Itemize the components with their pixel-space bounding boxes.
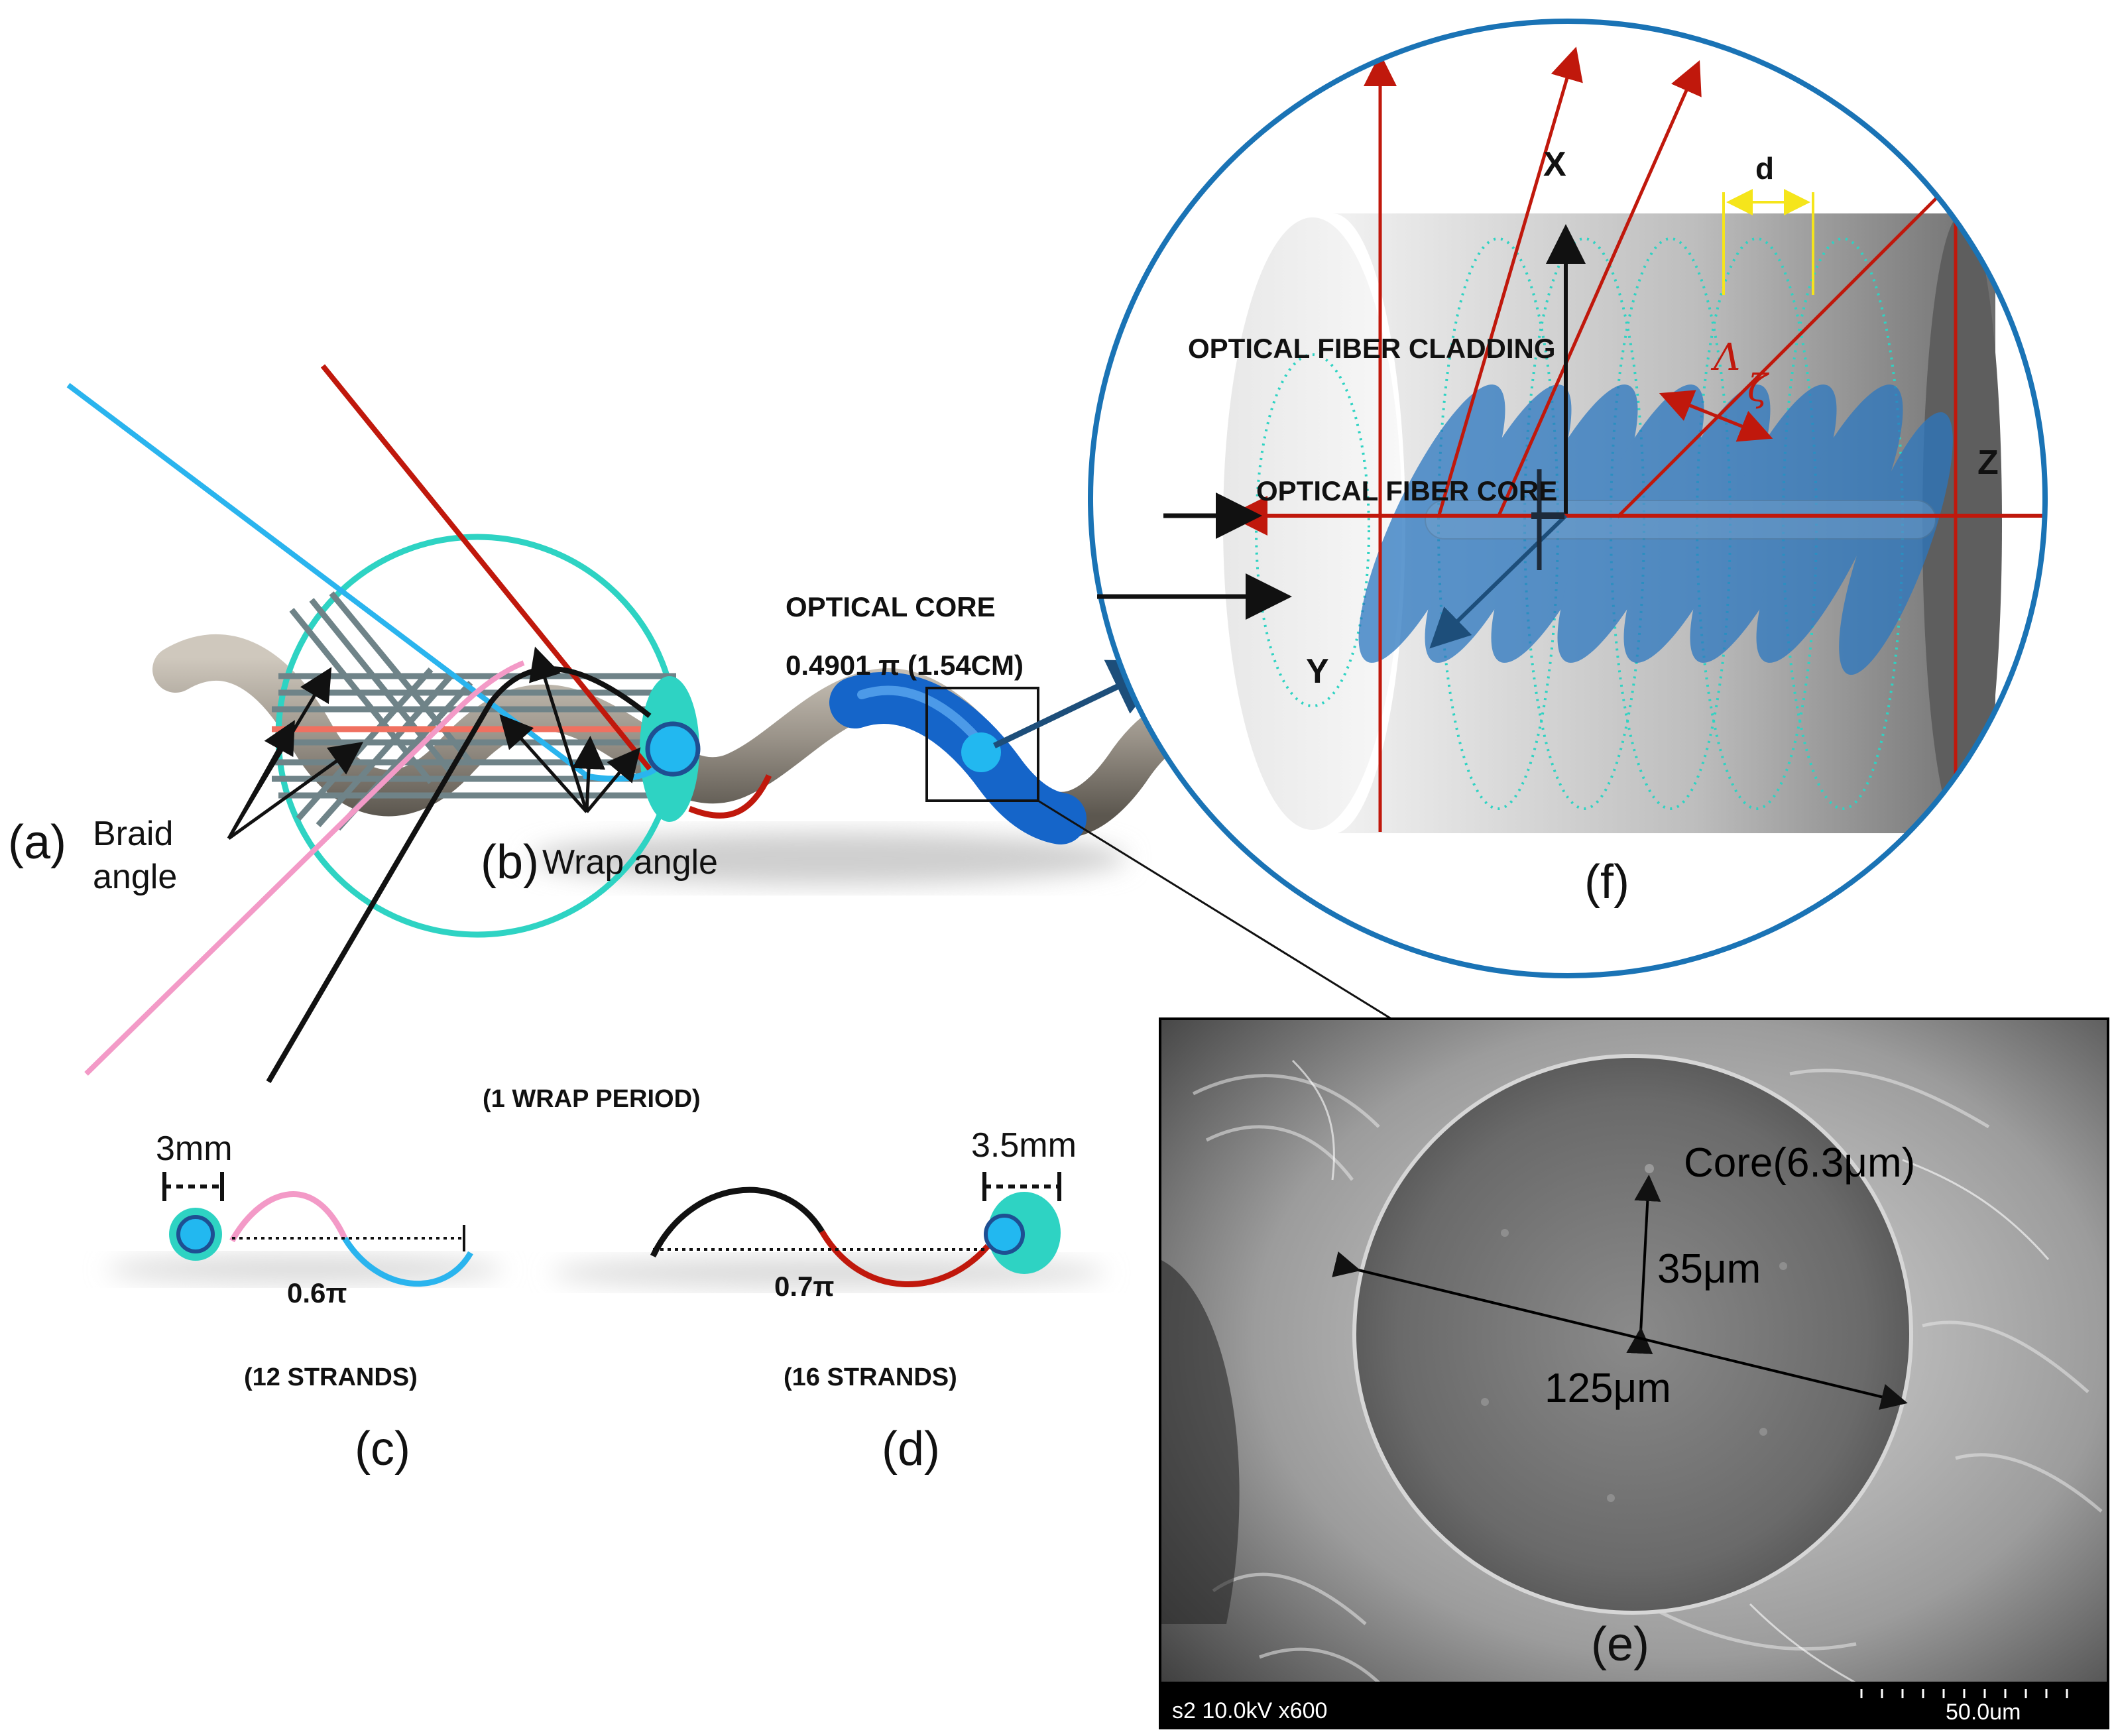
panel-c-label: (c) <box>355 1422 410 1476</box>
panel-b-label: (b) <box>481 836 539 889</box>
rope-shadow <box>530 832 1127 885</box>
light-blue-line <box>66 382 589 778</box>
sem-core-label: Core(6.3μm) <box>1684 1140 1915 1186</box>
core-dot-outer <box>645 721 701 777</box>
wrap-period-label: (1 WRAP PERIOD) <box>483 1085 701 1113</box>
axis-x-label: X <box>1543 145 1566 184</box>
spacing-d-label: d <box>1755 151 1774 186</box>
panel-f-label: (f) <box>1584 856 1629 909</box>
d-black-crest <box>650 1186 825 1257</box>
core-length-label: 0.4901 π (1.54CM) <box>786 650 1024 681</box>
lambda-label: Λ <box>1710 336 1740 379</box>
red-strand-on-rope <box>688 774 772 819</box>
lambda-arrow <box>1659 390 1773 442</box>
red-line <box>320 364 652 771</box>
sem-border <box>1159 1017 2109 1729</box>
optical-core-label: OPTICAL CORE <box>786 591 996 622</box>
panel-e-label: (e) <box>1591 1618 1649 1671</box>
phase-06-label: 0.6π <box>287 1277 347 1308</box>
zeta-label: ζ <box>1747 367 1770 410</box>
red-diag-1 <box>1437 46 1583 518</box>
braid-strands <box>272 591 676 831</box>
cladding-label: OPTICAL FIBER CLADDING <box>1188 333 1556 364</box>
sem-image-panel: Core(6.3μm) 35μm 125μm (e) s2 10.0kV x60… <box>1159 1017 2109 1729</box>
zoom-box <box>925 687 1039 802</box>
strands-12-label: (12 STRANDS) <box>244 1363 418 1391</box>
panel-f-frame <box>1088 19 2048 978</box>
axis-y-label: Y <box>1306 652 1329 691</box>
dim-3mm-label: 3mm <box>156 1129 233 1168</box>
core-cross-section <box>961 732 1001 772</box>
panel-d-wave: 3.5mm 0.7π (16 STRANDS) (d) <box>550 1126 1107 1476</box>
sem-35um-label: 35μm <box>1657 1246 1761 1292</box>
axis-z-label: Z <box>1977 443 1999 482</box>
y-axis-arrow <box>1429 514 1568 649</box>
strands-16-label: (16 STRANDS) <box>784 1363 957 1391</box>
sem-footer-bar <box>1160 1682 2108 1728</box>
wrap-angle-arrows <box>499 646 641 813</box>
braid-angle-label-1: Braid <box>93 815 173 853</box>
red-diag-2 <box>1496 60 1702 518</box>
sem-dark-region <box>1160 1259 1240 1624</box>
fiber-core-label: OPTICAL FIBER CORE <box>1256 475 1557 506</box>
braid-angle-label-2: angle <box>93 858 177 896</box>
sem-scale-bar <box>1860 1689 2068 1698</box>
phase-07-label: 0.7π <box>774 1271 835 1302</box>
panel-c-wave: 3mm 0.6π (12 STRANDS) (c) <box>106 1129 504 1476</box>
dim-35mm-label: 3.5mm <box>971 1126 1077 1165</box>
pink-line <box>84 660 525 1076</box>
d-red-trough <box>819 1230 990 1287</box>
braid-angle-arrows <box>227 667 364 840</box>
d-core-dot <box>984 1214 1025 1255</box>
sem-footer-right: 50.0um <box>1946 1700 2021 1725</box>
sem-diameter-arrow <box>1332 1251 1908 1410</box>
fiber-zoom-panel: OPTICAL FIBER CLADDING OPTICAL FIBER COR… <box>1088 19 2048 978</box>
c-pink-crest <box>229 1191 348 1243</box>
c-blue-trough <box>342 1236 473 1287</box>
panel-d-label: (d) <box>882 1422 940 1476</box>
panel-a-label: (a) <box>8 816 66 869</box>
sem-125um-label: 125μm <box>1545 1365 1671 1411</box>
sem-footer-left: s2 10.0kV x600 <box>1172 1698 1327 1723</box>
wrap-angle-label: Wrap angle <box>542 843 718 882</box>
c-shadow <box>106 1256 504 1283</box>
fiber-cap <box>1223 217 1402 830</box>
sem-fiber-circle <box>1352 1054 1913 1615</box>
